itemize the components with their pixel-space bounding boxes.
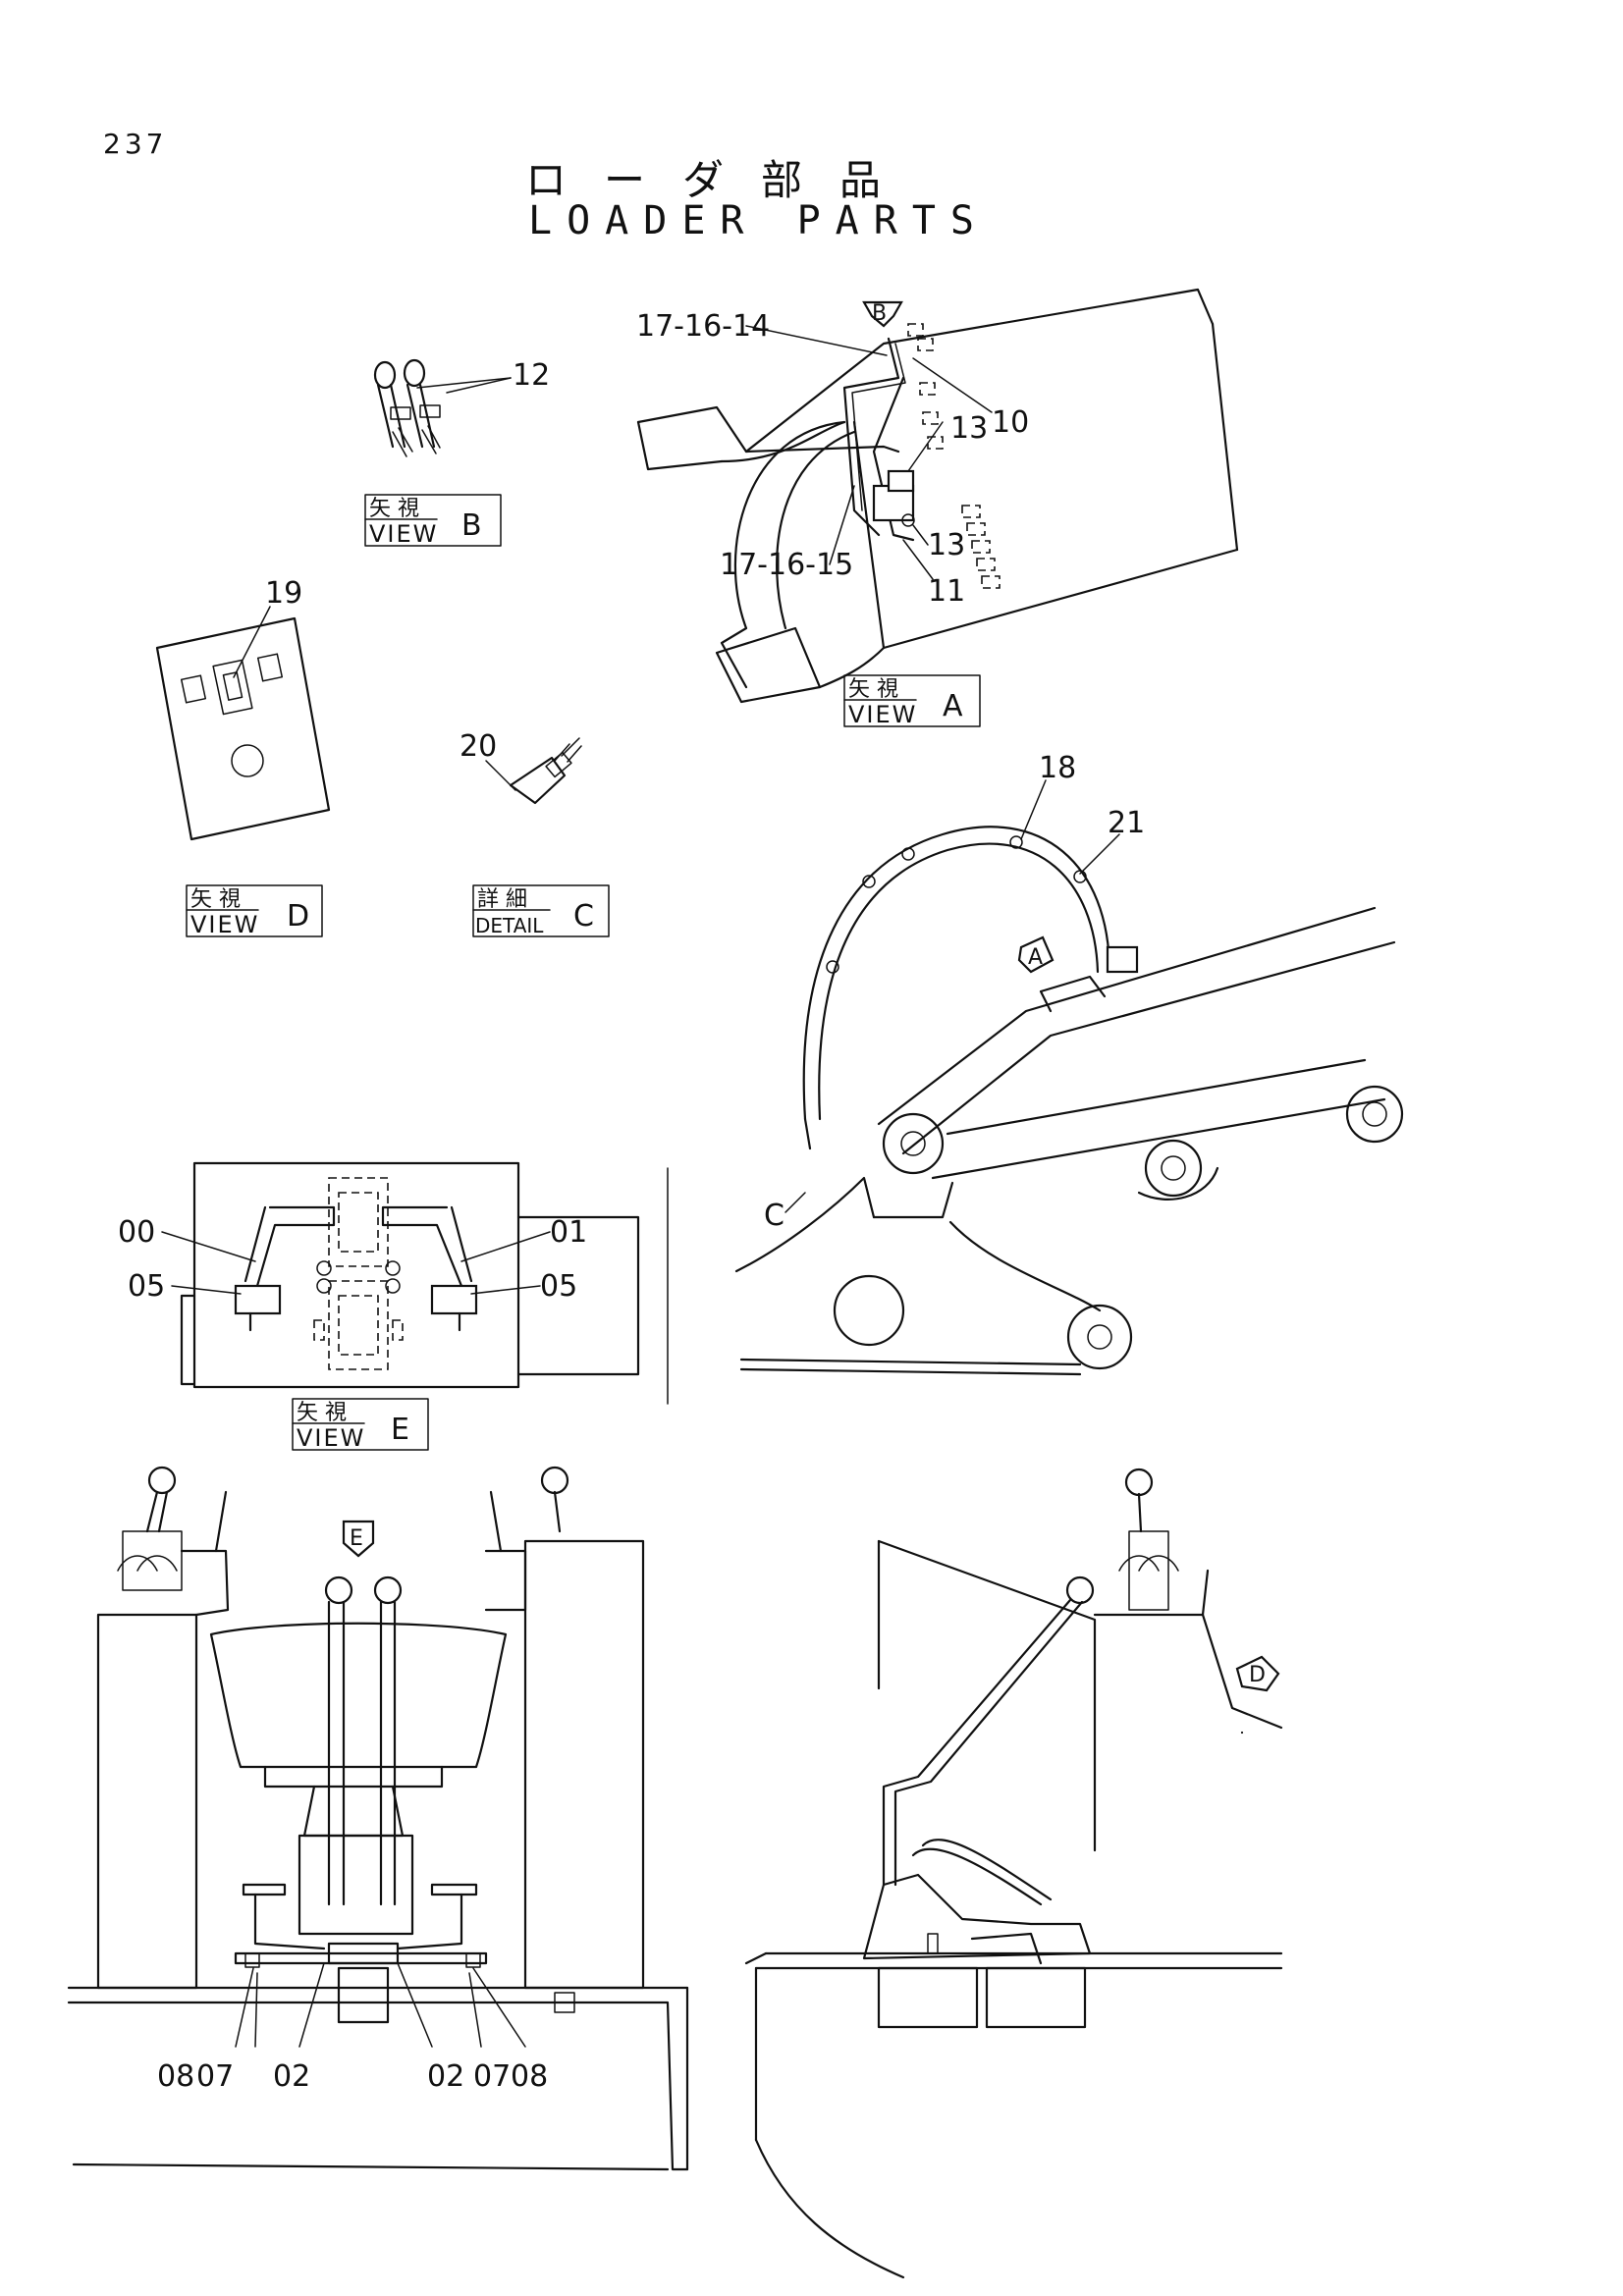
view-e-letter: E — [391, 1413, 409, 1447]
callout-19: 19 — [265, 576, 302, 611]
view-b-letter: B — [461, 508, 482, 543]
callout-20: 20 — [460, 729, 497, 764]
callout-08-left: 08 — [157, 2059, 194, 2094]
page-number: 237 — [103, 128, 168, 160]
view-b-kanji: 矢 視 — [369, 497, 419, 521]
callout-17-16-14: 17-16-14 — [636, 309, 770, 344]
callout-13-bottom: 13 — [928, 528, 965, 562]
callout-07-right: 07 — [473, 2059, 511, 2094]
front-cab-drawing — [67, 1466, 689, 2171]
view-d-word: VIEW — [190, 911, 259, 938]
arrow-b-marker: B — [872, 301, 887, 326]
view-a-label — [843, 674, 981, 727]
view-d-letter: D — [287, 899, 309, 934]
callout-00: 00 — [118, 1215, 155, 1250]
view-a-drawing — [636, 288, 1239, 704]
view-d-drawing — [155, 606, 331, 841]
callout-18: 18 — [1039, 751, 1076, 785]
view-e-drawing — [161, 1161, 669, 1405]
view-e-label — [292, 1398, 429, 1451]
detail-c-label — [472, 884, 610, 937]
view-b-label — [364, 494, 502, 547]
detail-c-word: DETAIL — [475, 914, 544, 937]
callout-02-right: 02 — [427, 2059, 464, 2094]
arrow-e-marker: E — [350, 1526, 363, 1551]
side-cab-drawing — [744, 1468, 1283, 2279]
boom-side-drawing — [734, 779, 1404, 1376]
title-english: LOADER PARTS — [528, 198, 989, 243]
callout-05-right: 05 — [540, 1269, 577, 1304]
callout-21: 21 — [1108, 806, 1145, 840]
title-japanese: ローダ部品 — [525, 156, 919, 204]
view-a-kanji: 矢 視 — [848, 677, 898, 702]
view-e-word: VIEW — [297, 1424, 365, 1452]
arrow-c-marker: C — [764, 1199, 784, 1233]
callout-08-right: 08 — [511, 2059, 548, 2094]
callout-02-left: 02 — [273, 2059, 310, 2094]
callout-17-16-15: 17-16-15 — [720, 548, 853, 582]
view-a-letter: A — [943, 689, 963, 723]
callout-11: 11 — [928, 574, 965, 609]
detail-c-kanji: 詳 細 — [477, 887, 527, 912]
detail-c-letter: C — [573, 899, 594, 934]
view-b-drawing — [373, 358, 512, 457]
arrow-d-marker: D — [1249, 1663, 1266, 1687]
view-d-label — [186, 884, 323, 937]
callout-12: 12 — [513, 358, 550, 393]
callout-01: 01 — [550, 1215, 587, 1250]
callout-05-left: 05 — [128, 1269, 165, 1304]
callout-13-top: 13 — [950, 411, 988, 446]
view-d-kanji: 矢 視 — [190, 887, 241, 912]
detail-c-drawing — [485, 737, 582, 805]
view-a-word: VIEW — [848, 701, 917, 728]
callout-07-left: 07 — [196, 2059, 234, 2094]
callout-10: 10 — [992, 405, 1029, 440]
view-b-word: VIEW — [369, 520, 438, 548]
arrow-a-marker: A — [1028, 945, 1043, 970]
view-e-kanji: 矢 視 — [297, 1401, 347, 1425]
